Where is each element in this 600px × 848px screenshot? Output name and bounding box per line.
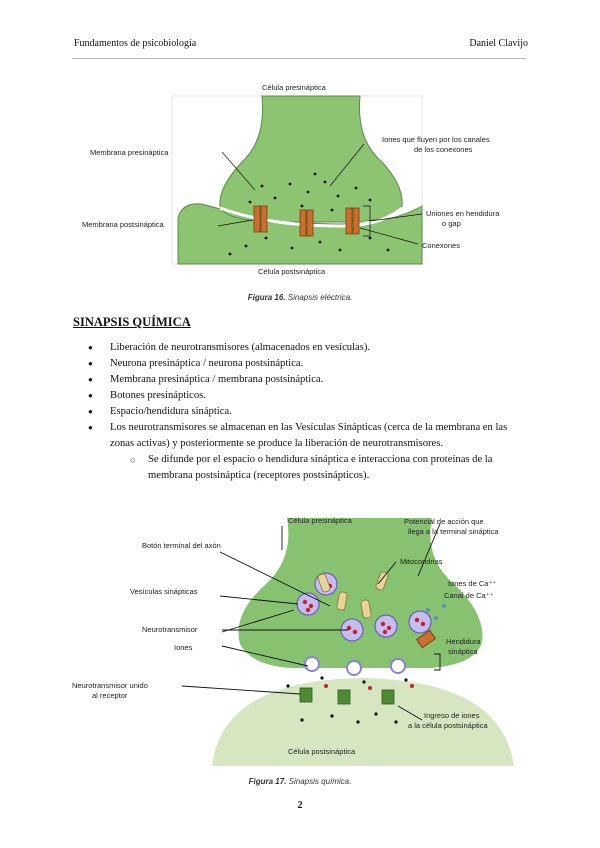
list-item: Botones presinápticos. bbox=[88, 388, 528, 404]
figure17-caption-num: Figura 17. bbox=[248, 777, 287, 786]
fig17-action-label-2: llega a la terminal sináptica bbox=[408, 527, 499, 536]
fig16-postsynaptic-cell-label: Célula postsináptica bbox=[258, 267, 326, 276]
figure17-caption: Figura 17. Sinapsis química. bbox=[0, 777, 600, 786]
section-title: SINAPSIS QUÍMICA bbox=[73, 315, 191, 329]
fig16-postsynaptic-membrane-label: Membrana postsináptica bbox=[82, 220, 165, 229]
fig17-ca-ions-label: Iones de Ca⁺⁺ bbox=[448, 579, 496, 588]
header-right: Daniel Clavijo bbox=[469, 38, 528, 49]
fig17-bound-label-2: al receptor bbox=[92, 691, 128, 700]
fig17-cleft-label-1: Hendidura bbox=[446, 637, 481, 646]
fig17-action-label-1: Potencial de acción que bbox=[404, 517, 484, 526]
sub-list-item: Se difunde por el espacio o hendidura si… bbox=[130, 452, 528, 484]
list-item: Espacio/hendidura sináptica. bbox=[88, 404, 528, 420]
fig17-postsynaptic-cell-label: Célula postsináptica bbox=[288, 747, 356, 756]
fig17-entry-label-1: Ingreso de iones bbox=[424, 711, 480, 720]
figure16-caption: Figura 16. Sinapsis eléctrica. bbox=[0, 293, 600, 302]
list-item: Liberación de neurotransmisores (almacen… bbox=[88, 340, 528, 356]
list-item: Membrana presináptica / membrana postsin… bbox=[88, 372, 528, 388]
fig17-cleft-label-2: sináptica bbox=[448, 647, 478, 656]
list-item-text: Los neurotransmisores se almacenan en la… bbox=[110, 422, 508, 449]
fig16-ions-label-2: de los conexones bbox=[414, 145, 473, 154]
page-number: 2 bbox=[297, 800, 303, 811]
header-left: Fundamentos de psicobiología bbox=[74, 38, 197, 49]
list-item: Los neurotransmisores se almacenan en la… bbox=[88, 420, 528, 484]
figure17-caption-text: Sinapsis química. bbox=[288, 777, 352, 786]
figure16-caption-num: Figura 16. bbox=[247, 293, 286, 302]
bullet-list: Liberación de neurotransmisores (almacen… bbox=[88, 340, 528, 484]
list-item: Neurona presináptica / neurona postsináp… bbox=[88, 356, 528, 372]
fig17-vesicles-label: Vesículas sinápticas bbox=[130, 587, 198, 596]
fig17-neurotransmitter-label: Neurotransmisor bbox=[142, 625, 198, 634]
figure-chemical-synapse: Célula presináptica Potencial de acción … bbox=[62, 510, 538, 772]
figure16-caption-text: Sinapsis eléctrica. bbox=[287, 293, 353, 302]
fig17-mitochondria-label: Mitocondrias bbox=[400, 557, 443, 566]
fig16-presynaptic-cell-label: Célula presináptica bbox=[262, 83, 327, 92]
fig17-ca-channel-label: Canal de Ca⁺⁺ bbox=[444, 591, 494, 600]
header-divider bbox=[72, 58, 526, 59]
figure-electrical-synapse: Célula presináptica Membrana presináptic… bbox=[70, 78, 530, 278]
sub-bullet-list: Se difunde por el espacio o hendidura si… bbox=[110, 452, 528, 484]
fig16-presynaptic-membrane-label: Membrana presináptica bbox=[90, 148, 169, 157]
fig17-axon-terminal-label: Botón terminal del axón bbox=[142, 541, 221, 550]
fig16-ions-label-1: Iones que fluyen por los canales bbox=[382, 135, 490, 144]
fig16-connexons-label: Conexones bbox=[422, 241, 460, 250]
fig16-gap-label-2: o gap bbox=[442, 219, 461, 228]
fig16-gap-label-1: Uniones en hendidura bbox=[426, 209, 500, 218]
fig17-bound-label-1: Neurotransmisor unido bbox=[72, 681, 148, 690]
fig17-entry-label-2: a la célula postsináptica bbox=[408, 721, 488, 730]
fig17-ions-label: Iones bbox=[174, 643, 193, 652]
fig17-presynaptic-cell-label: Célula presináptica bbox=[288, 516, 353, 525]
